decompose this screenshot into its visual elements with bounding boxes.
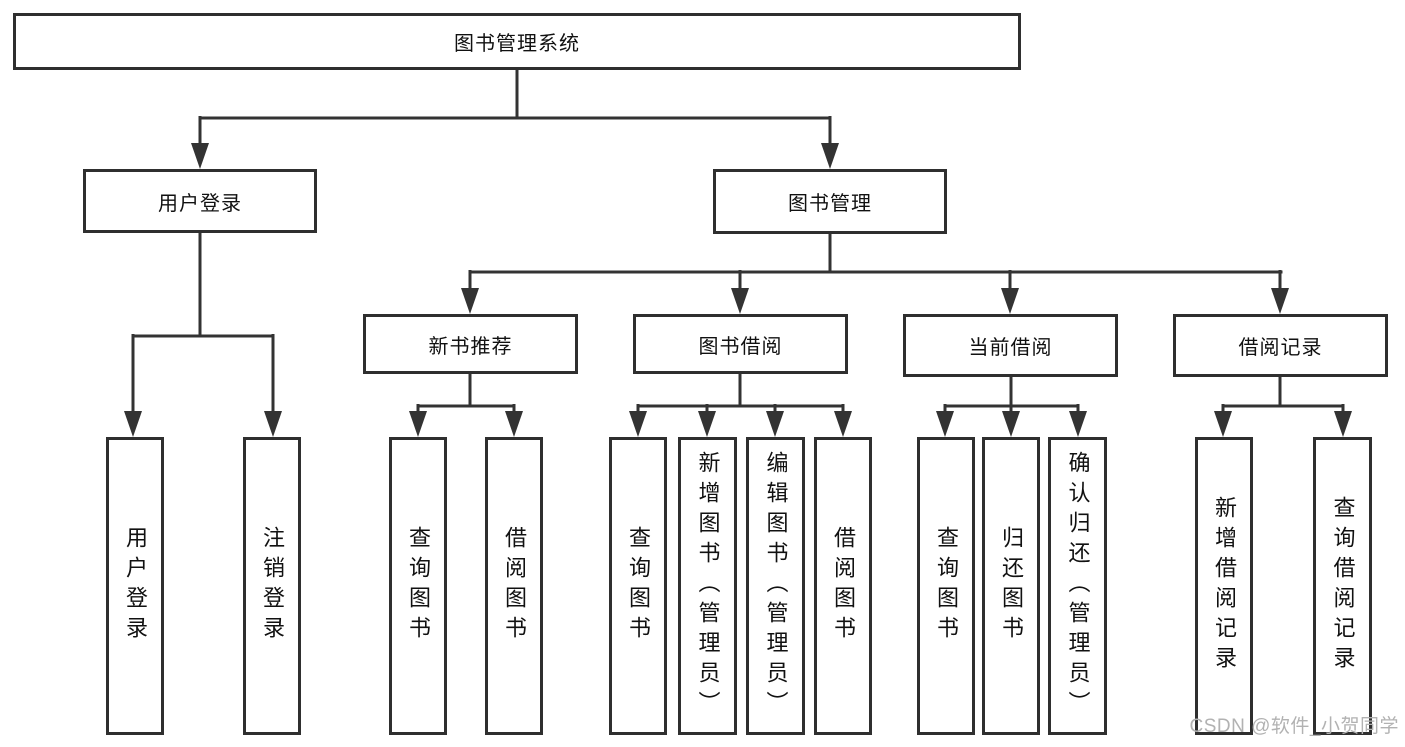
leaf-query-books-3-label: 查询图书 — [934, 526, 959, 646]
connector-current-borrow — [936, 377, 1087, 437]
connector-new-book — [409, 374, 523, 437]
connector-user-login — [124, 233, 282, 437]
leaf-return-book: 归还图书 — [982, 437, 1040, 735]
leaf-query-borrow-record: 查询借阅记录 — [1313, 437, 1372, 735]
leaf-user-login: 用户登录 — [106, 437, 164, 735]
leaf-confirm-return-admin-label: 确认归还（管理员） — [1065, 451, 1091, 721]
node-borrow-records: 借阅记录 — [1173, 314, 1388, 377]
leaf-query-books-2-label: 查询图书 — [626, 526, 651, 646]
node-new-book-recommend: 新书推荐 — [363, 314, 578, 374]
node-user-login-label: 用户登录 — [158, 192, 242, 215]
node-current-borrow-label: 当前借阅 — [968, 337, 1053, 359]
leaf-borrow-books-1: 借阅图书 — [485, 437, 543, 735]
leaf-edit-book-admin-label: 编辑图书（管理员） — [763, 451, 789, 721]
leaf-user-login-label: 用户登录 — [123, 526, 148, 646]
watermark: CSDN @软件_小贺同学 — [1189, 716, 1399, 737]
node-borrow-records-label: 借阅记录 — [1238, 337, 1323, 359]
leaf-logout-label: 注销登录 — [260, 526, 285, 646]
leaf-edit-book-admin: 编辑图书（管理员） — [746, 437, 805, 735]
node-current-borrow: 当前借阅 — [903, 314, 1118, 377]
leaf-borrow-books-1-label: 借阅图书 — [502, 526, 527, 646]
connector-borrow-records — [1214, 377, 1352, 437]
leaf-logout: 注销登录 — [243, 437, 301, 735]
leaf-query-books-1: 查询图书 — [389, 437, 447, 735]
leaf-query-books-1-label: 查询图书 — [406, 526, 431, 646]
node-book-management-label: 图书管理 — [788, 193, 872, 215]
connector-book-management — [461, 234, 1289, 314]
leaf-add-book-admin: 新增图书（管理员） — [678, 437, 737, 735]
node-book-borrow-label: 图书借阅 — [698, 335, 783, 358]
leaf-add-borrow-record: 新增借阅记录 — [1195, 437, 1253, 735]
node-book-borrow: 图书借阅 — [633, 314, 848, 374]
node-new-book-recommend-label: 新书推荐 — [428, 335, 513, 358]
leaf-borrow-books-2-label: 借阅图书 — [831, 526, 856, 646]
leaf-query-books-2: 查询图书 — [609, 437, 667, 735]
leaf-query-borrow-record-label: 查询借阅记录 — [1330, 496, 1356, 676]
node-root: 图书管理系统 — [13, 13, 1021, 70]
leaf-add-book-admin-label: 新增图书（管理员） — [695, 451, 721, 721]
leaf-add-borrow-record-label: 新增借阅记录 — [1212, 496, 1237, 676]
connector-root — [191, 70, 839, 169]
leaf-confirm-return-admin: 确认归还（管理员） — [1048, 437, 1107, 735]
node-user-login: 用户登录 — [83, 169, 317, 233]
node-book-management: 图书管理 — [713, 169, 947, 234]
node-root-label: 图书管理系统 — [454, 33, 580, 55]
leaf-borrow-books-2: 借阅图书 — [814, 437, 872, 735]
connector-book-borrow — [629, 374, 852, 437]
leaf-query-books-3: 查询图书 — [917, 437, 975, 735]
leaf-return-book-label: 归还图书 — [999, 526, 1024, 646]
